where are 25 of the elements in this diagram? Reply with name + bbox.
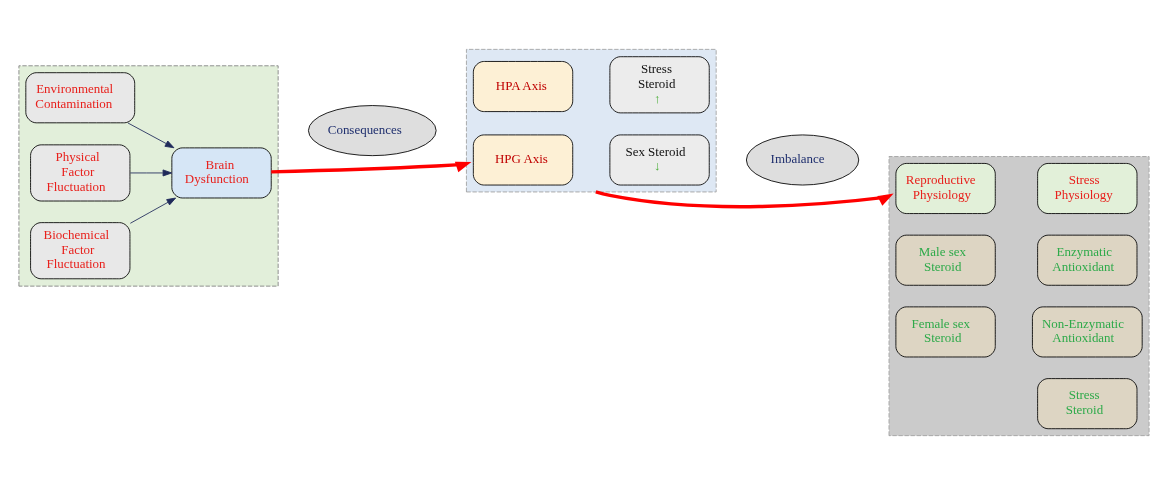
node-box: Stress Steroid bbox=[1037, 377, 1138, 429]
node-box: Enzymatic Antioxidant bbox=[1037, 234, 1138, 286]
node-ellipse: Consequences bbox=[308, 104, 437, 156]
cluster bbox=[18, 64, 279, 287]
node-box: HPG Axis bbox=[472, 134, 574, 185]
arrow bbox=[271, 161, 472, 174]
arrow bbox=[127, 122, 175, 148]
node-box: Biochemical Factor Fluctuation bbox=[30, 221, 131, 279]
cluster bbox=[466, 48, 717, 192]
node-box: Physical Factor Fluctuation bbox=[30, 143, 131, 201]
arrow bbox=[595, 189, 894, 208]
node-box: Male sex Steroid bbox=[895, 234, 996, 286]
node-box: HPA Axis bbox=[472, 60, 574, 112]
node-box: Stress Steroid ↑ bbox=[609, 55, 710, 113]
node-box: Stress Physiology bbox=[1037, 162, 1138, 214]
node-box: Non-Enzymatic Antioxidant bbox=[1032, 305, 1143, 357]
node-box: Female sex Steroid bbox=[895, 305, 996, 357]
arrow bbox=[129, 169, 173, 176]
cluster bbox=[888, 155, 1150, 436]
arrow bbox=[129, 197, 177, 224]
node-box: Environmental Contamination bbox=[25, 71, 136, 123]
node-box: Brain Dysfunction bbox=[171, 146, 272, 198]
node-box: Sex Steroid ↓ bbox=[609, 134, 710, 185]
node-ellipse: Imbalance bbox=[746, 134, 860, 185]
node-box: Reproductive Physiology bbox=[895, 162, 996, 214]
